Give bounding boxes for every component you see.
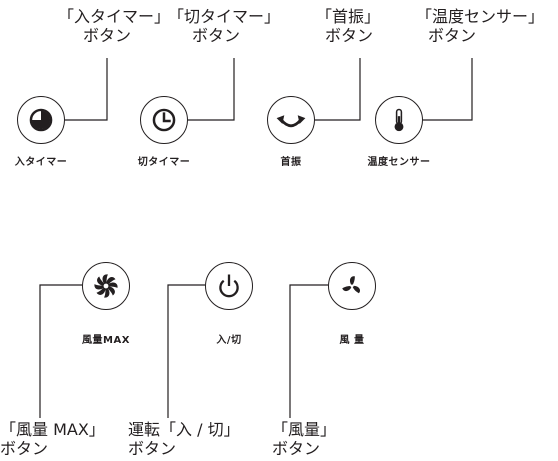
leader-temp-sensor: [423, 58, 473, 121]
swing-callout-line2: ボタン: [325, 26, 374, 45]
power-callout-line1: 運転「入 / 切」: [128, 420, 240, 439]
temp-sensor-callout-line1: 「温度センサー」: [416, 7, 545, 26]
off-timer-callout-line2: ボタン: [192, 26, 241, 45]
swing-callout-line1: 「首振」: [316, 7, 381, 26]
fan-max-button[interactable]: [82, 262, 130, 310]
fan-speed-button[interactable]: [328, 262, 376, 310]
fan-icon: [342, 276, 361, 294]
thermometer-icon: [394, 108, 404, 132]
fan-max-callout-line2: ボタン: [0, 439, 49, 458]
temp-sensor-callout-line2: ボタン: [428, 26, 477, 45]
power-label: 入/切: [216, 335, 242, 346]
in-timer-callout-line1: 「入タイマー」: [58, 7, 171, 26]
in-timer-label: 入タイマー: [14, 157, 68, 168]
swing-callout: 「首振」 ボタン: [316, 7, 380, 45]
off-timer-callout: 「切タイマー」 ボタン: [168, 7, 280, 45]
leader-swing: [315, 58, 361, 121]
swing-button[interactable]: [267, 96, 315, 144]
off-timer-button[interactable]: [140, 96, 188, 144]
power-button[interactable]: [205, 262, 253, 310]
swing-label: 首振: [280, 157, 302, 168]
swing-arrow-icon: [276, 115, 306, 128]
in-timer-callout: 「入タイマー」 ボタン: [58, 7, 170, 45]
leader-fan-speed: [289, 284, 328, 418]
fan-speed-callout: 「風量」 ボタン: [272, 420, 336, 458]
power-callout-line2: ボタン: [128, 439, 177, 458]
clock-pie-icon: [29, 108, 53, 132]
in-timer-button[interactable]: [17, 96, 65, 144]
off-timer-callout-line1: 「切タイマー」: [168, 7, 281, 26]
clock-icon: [152, 108, 176, 132]
temp-sensor-label: 温度センサー: [367, 157, 431, 168]
leader-off-timer: [188, 58, 235, 121]
power-icon: [219, 274, 239, 298]
fan-max-icon: [94, 274, 118, 298]
fan-speed-callout-line1: 「風量」: [272, 420, 337, 439]
off-timer-label: 切タイマー: [137, 157, 191, 168]
fan-max-callout: 「風量 MAX」 ボタン: [0, 420, 105, 458]
in-timer-callout-line2: ボタン: [83, 26, 132, 45]
temp-sensor-button[interactable]: [375, 96, 423, 144]
leader-power: [167, 284, 205, 418]
temp-sensor-callout: 「温度センサー」 ボタン: [416, 7, 544, 45]
leader-in-timer: [65, 58, 108, 121]
leader-fan-max: [39, 284, 82, 418]
fan-speed-label: 風 量: [339, 335, 365, 346]
fan-speed-callout-line2: ボタン: [272, 439, 321, 458]
power-callout: 運転「入 / 切」 ボタン: [128, 420, 240, 458]
fan-max-label: 風量MAX: [82, 335, 130, 346]
fan-max-callout-line1: 「風量 MAX」: [0, 420, 105, 439]
